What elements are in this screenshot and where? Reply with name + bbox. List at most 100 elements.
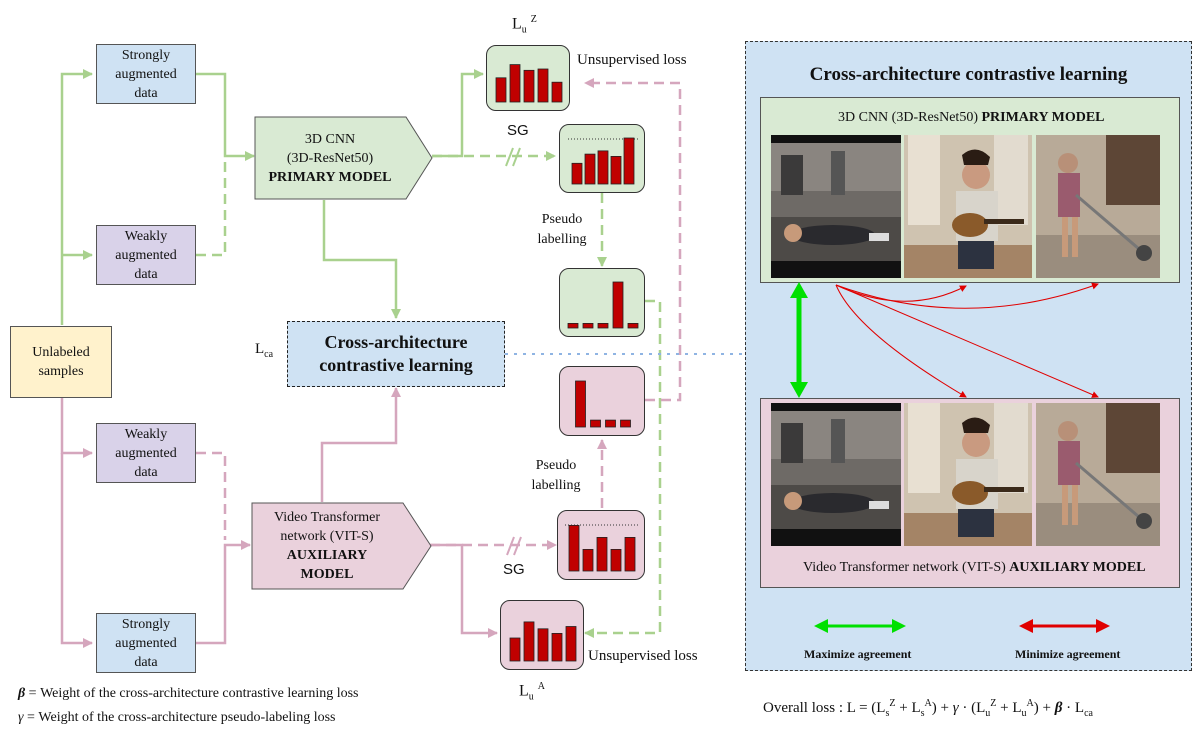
primary-model-line3: PRIMARY MODEL [268, 169, 392, 185]
ol-p6: ) + [931, 700, 953, 716]
histogram-bar [597, 323, 609, 329]
hist-unsupervised-loss-bottom [500, 600, 584, 670]
panel-primary-caption-bold: PRIMARY MODEL [981, 110, 1105, 125]
lu-z-main: L [512, 15, 522, 33]
footnote-beta: β = Weight of the cross-architecture con… [18, 686, 359, 702]
histogram-bar [509, 64, 521, 103]
ol-p14: · L [1062, 700, 1085, 716]
stop-gradient-mark-bottom [506, 536, 522, 556]
histogram-bar [590, 419, 601, 428]
histogram-bar [612, 281, 624, 329]
frame-guitar-auxiliary [904, 403, 1032, 546]
gamma-text: = Weight of the cross-architecture pseud… [23, 710, 336, 725]
line-aux-to-cross [320, 387, 401, 502]
histogram-bar [495, 77, 507, 103]
histogram-bar [567, 323, 579, 329]
maximize-arrow-vertical [790, 282, 808, 398]
ol-beta: β [1054, 700, 1063, 716]
line-aux-to-loss-bottom [430, 543, 498, 638]
line-weak-bottom-to-aux [196, 451, 227, 540]
beta-symbol: β [18, 686, 26, 701]
maximize-legend-arrow [814, 619, 906, 633]
histogram-bar [523, 621, 535, 662]
minimize-agreement-label: Minimize agreement [1015, 647, 1121, 661]
maximize-agreement-label: Maximize agreement [804, 647, 912, 661]
cross-architecture-line1: Cross-architecture [324, 332, 468, 352]
gamma-symbol: γ [18, 710, 24, 725]
overall-loss-formula: Overall loss : L = (LsZ + LsA) + γ · (Lu… [763, 698, 1093, 719]
ol-p13: ) + [1033, 700, 1055, 716]
auxiliary-model-node: Video Transformer network (VIT-S) AUXILI… [251, 502, 433, 590]
weakly-augmented-top-label: Weakly augmented data [115, 228, 177, 282]
histogram-bar [568, 524, 580, 572]
line-primary-to-cross [322, 200, 401, 319]
histogram-bar [584, 153, 596, 185]
sg-top-label: SG [507, 122, 529, 139]
contrastive-learning-panel: Cross-architecture contrastive learning … [745, 41, 1192, 671]
ol-p10: + L [996, 700, 1022, 716]
primary-model-line2: (3D-ResNet50) [286, 150, 374, 166]
ol-p7: · (L [958, 700, 986, 716]
hist-unsupervised-loss-top [486, 45, 570, 111]
frame-pushup-auxiliary [771, 403, 901, 546]
loss-ca-main: L [255, 341, 265, 357]
line-pseudo-top-to-loss-bottom [584, 299, 662, 638]
histogram-bar [565, 626, 577, 662]
ol-p15: ca [1084, 708, 1093, 719]
histogram-bar [582, 549, 594, 572]
histogram-bar [620, 419, 631, 428]
loss-ca-sub: ca [264, 349, 274, 360]
minimize-arrows-curves [835, 282, 1099, 398]
ol-p5: A [924, 698, 932, 709]
unlabeled-samples-label: Unlabeled samples [32, 345, 90, 379]
panel-primary-caption-text: 3D CNN (3D-ResNet50) [838, 110, 982, 125]
histogram-bar [551, 633, 563, 662]
cross-architecture-box: Cross-architecture contrastive learning [287, 321, 505, 387]
weakly-augmented-bottom-box: Weakly augmented data [96, 423, 196, 483]
lu-a-main: L [519, 682, 529, 700]
hist-prediction-top [559, 124, 645, 193]
ol-p2: Z [889, 698, 896, 709]
line-strong-bottom-to-aux [196, 540, 251, 645]
line-unlabeled-to-strong-bottom [60, 453, 93, 648]
histogram-bar [571, 162, 583, 185]
lu-z-sub: u [521, 24, 527, 36]
primary-model-line1: 3D CNN [304, 131, 356, 147]
auxiliary-model-line1: Video Transformer [273, 510, 381, 525]
ol-p8: u [985, 708, 991, 719]
agreement-arrows [790, 282, 1110, 633]
ol-prefix: Overall loss : L = (L [763, 700, 886, 716]
pseudo-labelling-bottom-label: Pseudo labelling [531, 458, 581, 493]
line-primary-to-loss-top [432, 69, 484, 158]
histogram-bar [575, 380, 586, 428]
ol-p11: u [1021, 708, 1027, 719]
strongly-augmented-top-box: Strongly augmented data [96, 44, 196, 104]
auxiliary-model-line2: network (VIT-S) [280, 529, 374, 544]
minimize-legend-arrow [1019, 619, 1110, 633]
auxiliary-model-line3: AUXILIARY [286, 548, 368, 563]
cross-architecture-line2: contrastive learning [319, 355, 473, 375]
lu-z-sup: Z [530, 14, 537, 25]
panel-title: Cross-architecture contrastive learning [809, 64, 1128, 85]
line-unlabeled-to-weak-bottom [60, 398, 93, 458]
line-pseudo-bottom-to-loss-top [584, 78, 682, 402]
ol-gamma: γ [952, 700, 959, 716]
frame-guitar-primary [904, 135, 1032, 278]
strongly-augmented-top-label: Strongly augmented data [115, 47, 177, 101]
histogram-bar [610, 155, 622, 185]
hist-prediction-bottom [557, 510, 645, 580]
histogram-bar [610, 549, 622, 572]
histogram-bar [596, 536, 608, 572]
loss-unsup-primary-label: LuZ [512, 14, 537, 36]
unsupervised-loss-top-label: Unsupervised loss [577, 52, 687, 68]
lu-a-sub: u [528, 691, 534, 703]
unsupervised-loss-bottom-label: Unsupervised loss [588, 648, 698, 664]
histogram-bar [537, 628, 549, 662]
ol-p4: s [920, 708, 925, 719]
ol-p12: A [1026, 698, 1034, 709]
loss-ca-label: Lca [255, 341, 273, 360]
histogram-bar [537, 68, 549, 103]
primary-model-node: 3D CNN (3D-ResNet50) PRIMARY MODEL [254, 116, 434, 200]
pseudo-labelling-top-label: Pseudo labelling [537, 212, 587, 247]
ol-p3: + L [895, 700, 921, 716]
